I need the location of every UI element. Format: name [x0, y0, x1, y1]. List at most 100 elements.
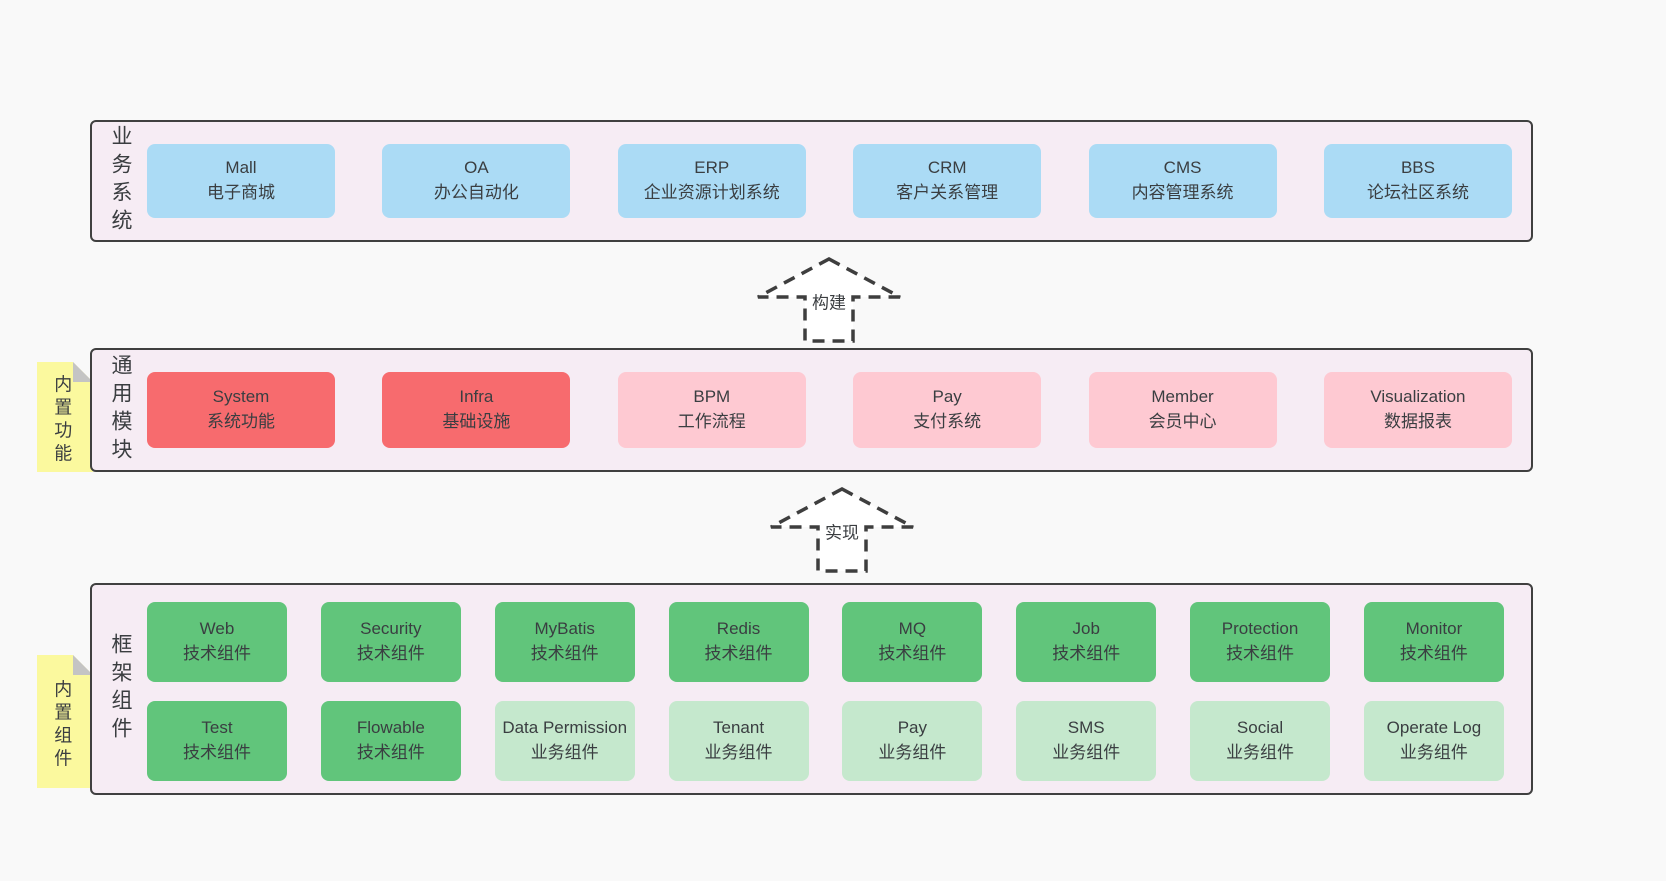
sticky-label: 内置功能: [52, 374, 73, 467]
box-erp: ERP 企业资源计划系统: [617, 144, 806, 218]
box-name: Operate Log: [1386, 718, 1482, 738]
sticky-label: 内置组件: [52, 679, 73, 772]
box-subtitle: 技术组件: [183, 743, 251, 762]
box-pay: Pay 支付系统: [853, 372, 1042, 448]
box-subtitle: 系统功能: [207, 412, 275, 431]
sticky-built-in-components: 内置组件: [37, 655, 93, 788]
box-operate-log: Operate Log 业务组件: [1363, 701, 1504, 781]
box-subtitle: 会员中心: [1148, 412, 1217, 431]
box-subtitle: 基础设施: [442, 412, 511, 431]
box-name: Test: [201, 718, 233, 738]
box-name: SMS: [1067, 718, 1105, 738]
layer-title-common-modules: 通用模块: [109, 354, 132, 466]
box-cms: CMS 内容管理系统: [1088, 144, 1277, 218]
box-name: System: [212, 387, 270, 407]
box-name: BPM: [693, 387, 731, 407]
box-tenant: Tenant 业务组件: [668, 701, 809, 781]
box-name: CRM: [927, 158, 967, 178]
box-infra: Infra 基础设施: [382, 372, 571, 448]
box-mall: Mall 电子商城: [147, 144, 335, 218]
box-name: Job: [1072, 619, 1100, 639]
box-name: Protection: [1221, 619, 1299, 639]
box-name: ERP: [694, 158, 730, 178]
box-name: MQ: [898, 619, 927, 639]
arrow-label: 构建: [809, 287, 849, 315]
layer-business-systems: 业务系统 Mall 电子商城 OA 办公自动化 ERP 企业资源计划系统 CRM…: [90, 120, 1533, 242]
box-subtitle: 工作流程: [677, 412, 746, 431]
box-redis: Redis 技术组件: [668, 602, 809, 682]
box-subtitle: 业务组件: [704, 743, 773, 762]
box-web: Web 技术组件: [147, 602, 287, 682]
box-protection: Protection 技术组件: [1190, 602, 1331, 682]
box-name: Monitor: [1405, 619, 1463, 639]
arrow-build: 构建: [754, 256, 904, 344]
box-crm: CRM 客户关系管理: [853, 144, 1042, 218]
box-subtitle: 数据报表: [1383, 412, 1452, 431]
box-sms: SMS 业务组件: [1016, 701, 1157, 781]
box-subtitle: 技术组件: [356, 644, 425, 663]
box-subtitle: 客户关系管理: [896, 183, 999, 202]
box-name: Data Permission: [502, 718, 628, 738]
box-data-permission: Data Permission 业务组件: [494, 701, 635, 781]
box-name: Web: [199, 619, 235, 639]
layer-title-framework-components: 框架组件: [109, 633, 132, 745]
box-name: Mall: [225, 158, 257, 178]
box-subtitle: 技术组件: [530, 644, 599, 663]
layer-common-modules: 通用模块 System 系统功能 Infra 基础设施 BPM 工作流程 Pay…: [90, 348, 1533, 472]
box-subtitle: 企业资源计划系统: [643, 183, 780, 202]
box-subtitle: 论坛社区系统: [1366, 183, 1469, 202]
box-subtitle: 技术组件: [183, 644, 251, 663]
arrow-label: 实现: [822, 517, 862, 545]
box-subtitle: 支付系统: [913, 412, 982, 431]
box-member: Member 会员中心: [1088, 372, 1277, 448]
box-oa: OA 办公自动化: [382, 144, 571, 218]
box-name: Infra: [459, 387, 494, 407]
box-social: Social 业务组件: [1190, 701, 1331, 781]
box-name: Member: [1151, 387, 1214, 407]
arrow-implement: 实现: [767, 486, 917, 574]
box-monitor: Monitor 技术组件: [1363, 602, 1504, 682]
box-pay-component: Pay 业务组件: [842, 701, 983, 781]
box-name: Flowable: [356, 718, 425, 738]
box-name: Security: [360, 619, 422, 639]
sticky-built-in-features: 内置功能: [37, 362, 93, 472]
box-name: BBS: [1400, 158, 1435, 178]
box-mq: MQ 技术组件: [842, 602, 983, 682]
layer-framework-components: 框架组件 Web 技术组件 Security 技术组件 MyBatis 技术组件…: [90, 583, 1533, 795]
box-name: Tenant: [713, 718, 765, 738]
box-visualization: Visualization 数据报表: [1323, 372, 1512, 448]
box-name: Visualization: [1370, 387, 1466, 407]
box-bpm: BPM 工作流程: [617, 372, 806, 448]
box-subtitle: 内容管理系统: [1131, 183, 1234, 202]
box-system: System 系统功能: [147, 372, 335, 448]
box-flowable: Flowable 技术组件: [320, 701, 461, 781]
common-modules-row: System 系统功能 Infra 基础设施 BPM 工作流程 Pay 支付系统…: [147, 350, 1512, 470]
box-name: OA: [464, 158, 489, 178]
box-name: Social: [1236, 718, 1284, 738]
box-subtitle: 业务组件: [878, 743, 947, 762]
layer-title-business-systems: 业务系统: [109, 125, 132, 237]
box-subtitle: 技术组件: [1226, 644, 1295, 663]
box-test: Test 技术组件: [147, 701, 287, 781]
box-bbs: BBS 论坛社区系统: [1323, 144, 1512, 218]
box-name: Pay: [932, 387, 962, 407]
framework-row-2: Test 技术组件 Flowable 技术组件 Data Permission …: [147, 701, 1504, 781]
box-subtitle: 电子商城: [207, 183, 275, 202]
box-subtitle: 技术组件: [704, 644, 773, 663]
box-name: MyBatis: [534, 619, 595, 639]
business-systems-row: Mall 电子商城 OA 办公自动化 ERP 企业资源计划系统 CRM 客户关系…: [147, 122, 1512, 240]
box-security: Security 技术组件: [320, 602, 461, 682]
box-name: CMS: [1163, 158, 1202, 178]
box-name: Redis: [716, 619, 761, 639]
box-subtitle: 技术组件: [1399, 644, 1468, 663]
box-subtitle: 业务组件: [530, 743, 599, 762]
box-subtitle: 业务组件: [1226, 743, 1295, 762]
box-subtitle: 业务组件: [1399, 743, 1468, 762]
box-mybatis: MyBatis 技术组件: [494, 602, 635, 682]
framework-row-1: Web 技术组件 Security 技术组件 MyBatis 技术组件 Redi…: [147, 602, 1504, 682]
box-subtitle: 技术组件: [878, 644, 947, 663]
box-job: Job 技术组件: [1016, 602, 1157, 682]
box-subtitle: 办公自动化: [433, 183, 519, 202]
box-name: Pay: [897, 718, 928, 738]
